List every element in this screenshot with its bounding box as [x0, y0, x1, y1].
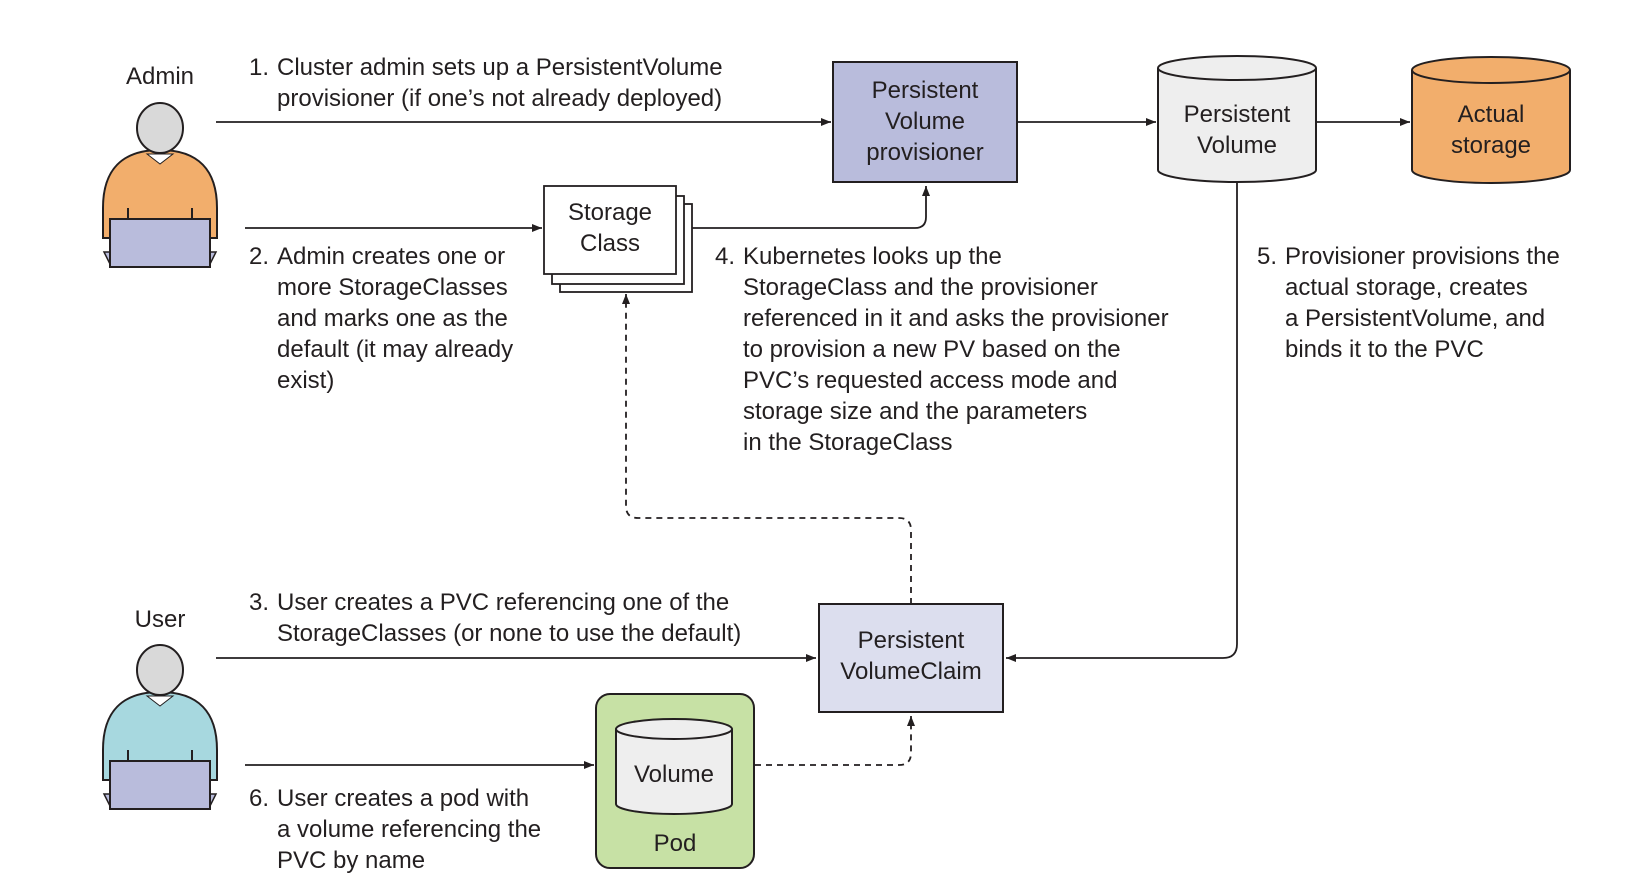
pvc-label: Persistent VolumeClaim: [840, 627, 982, 685]
arrow-pv-to-pvc: [1006, 182, 1238, 662]
actual-storage-cylinder: [1411, 56, 1571, 184]
persistent-volume-label: Persistent Volume: [1183, 101, 1291, 159]
step-2-note: 2. Admin creates one or more StorageClas…: [249, 243, 514, 394]
step-3-note: 3. User creates a PVC referencing one of…: [249, 589, 742, 647]
pvc-box: [818, 603, 1004, 713]
storage-class-label: Storage Class: [567, 199, 653, 257]
step-5-note: 5. Provisioner provisions the actual sto…: [1257, 243, 1560, 363]
actual-storage-label: Actual storage: [1450, 101, 1532, 159]
admin-label: Admin: [125, 63, 195, 90]
provisioner-box: [832, 61, 1018, 183]
volume-label: Volume: [633, 761, 715, 788]
step-6-note: 6. User creates a pod with a volume refe…: [249, 785, 542, 874]
storage-class-stack: [543, 185, 693, 293]
dashed-arrow-pvc-to-storage-class: [622, 294, 912, 604]
persistent-volume-cylinder: [1157, 55, 1317, 183]
dashed-arrow-volume-to-pvc: [733, 716, 915, 766]
admin-person-icon: [102, 102, 218, 268]
volume-cylinder: [615, 718, 733, 815]
arrow-storage-class-to-provisioner: [692, 186, 930, 229]
step-1-note: 1. Cluster admin sets up a PersistentVol…: [249, 54, 723, 112]
provisioner-label: Persistent Volume provisioner: [866, 77, 984, 166]
pod-label: Pod: [653, 830, 697, 857]
user-person-icon: [102, 644, 218, 810]
step-4-note: 4. Kubernetes looks up the StorageClass …: [715, 243, 1169, 456]
user-label: User: [134, 606, 186, 633]
